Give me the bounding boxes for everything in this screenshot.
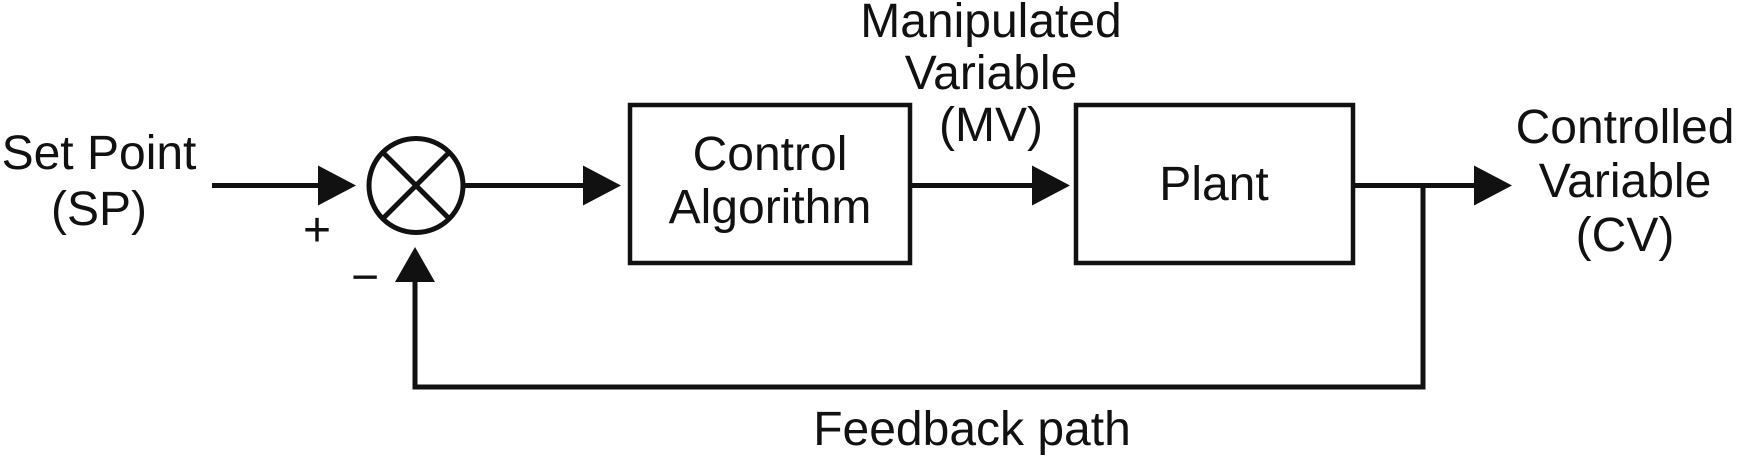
manipulated-variable-label-line1: Manipulated [860,0,1122,48]
controlled-variable-label-line2: Variable [1539,155,1712,208]
set-point-label-line2: (SP) [51,183,147,236]
mv-arrowhead-icon [1032,165,1070,206]
plant-label: Plant [1159,158,1268,211]
feedback-arrowhead-icon [395,247,435,282]
feedback-path-line [412,185,1426,390]
control-algorithm-label-line2: Algorithm [669,181,872,234]
minus-sign-label: − [351,251,379,304]
plus-sign-label: + [303,204,331,257]
summing-junction-circle [366,136,466,235]
setpoint-arrowhead-icon [318,165,356,206]
manipulated-variable-label-line2: Variable [905,47,1078,100]
controlled-variable-label-line1: Controlled [1516,101,1735,154]
controlled-variable-label-line3: (CV) [1576,209,1675,262]
feedback-path-label: Feedback path [813,403,1131,456]
diagram-arrowheads [318,165,1512,282]
manipulated-variable-label-line3: (MV) [939,99,1043,152]
summing-junction-cross-line-2 [381,150,451,221]
error-arrowhead-icon [583,165,621,206]
set-point-label-line1: Set Point [2,127,197,180]
diagram-lines [212,102,1477,390]
output-arrowhead-icon [1474,165,1512,206]
control-algorithm-label-line1: Control [693,128,848,181]
